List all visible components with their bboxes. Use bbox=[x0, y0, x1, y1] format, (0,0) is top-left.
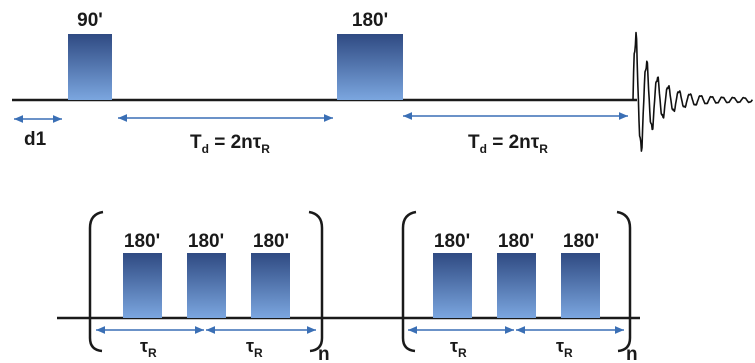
pulse-180-label: 180' bbox=[498, 231, 534, 252]
tau-label: τR bbox=[450, 336, 467, 360]
delay-1-label: Td = 2nτR bbox=[190, 132, 270, 156]
pulse-180 bbox=[337, 34, 403, 100]
repeat-block-2: 180' 180' 180' τR τR n bbox=[401, 210, 638, 363]
pulse-180-label: 180' bbox=[124, 231, 160, 252]
repeat-n-label: n bbox=[318, 344, 330, 363]
pulse-180 bbox=[561, 253, 600, 318]
left-bracket bbox=[401, 210, 417, 353]
fid-signal bbox=[632, 31, 754, 152]
top-sequence: 90' 180' d1 Td = 2nτR Td = 2nτR bbox=[12, 10, 754, 156]
pulse-180-label: 180' bbox=[188, 231, 224, 252]
pulse-180 bbox=[187, 253, 226, 318]
delay-2-label: Td = 2nτR bbox=[468, 132, 548, 156]
pulse-90-label: 90' bbox=[77, 10, 103, 31]
pulse-180-label: 180' bbox=[434, 231, 470, 252]
repeat-n-label: n bbox=[626, 344, 638, 363]
pulse-180-label: 180' bbox=[563, 231, 599, 252]
pulse-180 bbox=[433, 253, 472, 318]
d1-label: d1 bbox=[24, 129, 47, 150]
repeat-block-1: 180' 180' 180' τR τR n bbox=[57, 210, 640, 363]
left-bracket bbox=[88, 210, 104, 353]
pulse-180 bbox=[497, 253, 536, 318]
pulse-180-label: 180' bbox=[253, 231, 289, 252]
tau-label: τR bbox=[140, 336, 157, 360]
pulse-180-label: 180' bbox=[352, 10, 388, 31]
pulse-180 bbox=[251, 253, 290, 318]
tau-label: τR bbox=[246, 336, 263, 360]
right-bracket bbox=[308, 210, 324, 353]
pulse-90 bbox=[68, 34, 112, 100]
right-bracket bbox=[616, 210, 632, 353]
pulse-180 bbox=[123, 253, 162, 318]
tau-label: τR bbox=[556, 336, 573, 360]
